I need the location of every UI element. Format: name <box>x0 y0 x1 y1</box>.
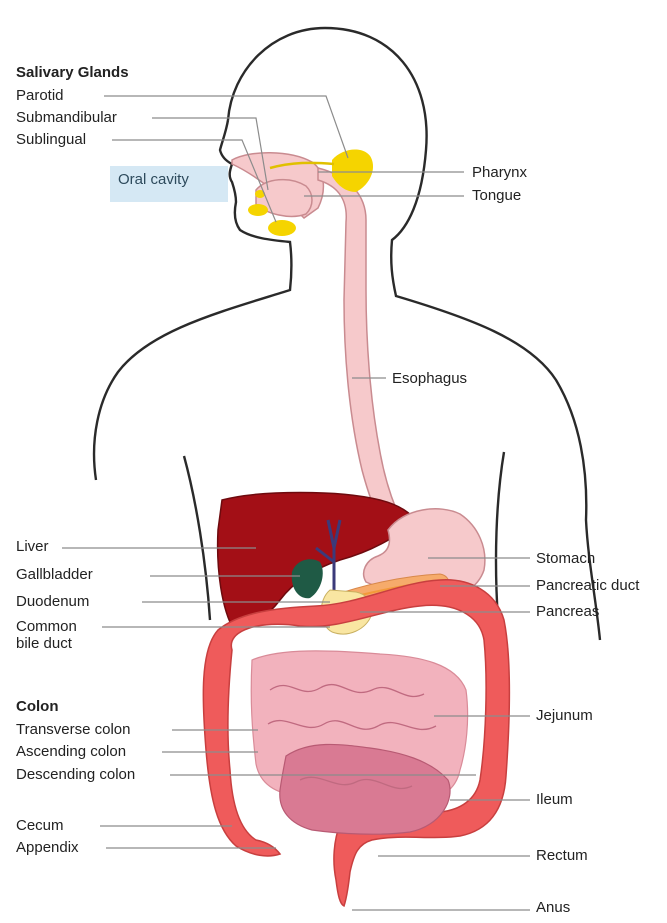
label-pancreas: Pancreas <box>536 603 599 620</box>
label-rectum: Rectum <box>536 847 588 864</box>
sublingual-gland <box>248 204 268 216</box>
label-ileum: Ileum <box>536 791 573 808</box>
label-transverse-colon: Transverse colon <box>16 721 131 738</box>
esophagus <box>318 168 408 534</box>
label-oral-cavity: Oral cavity <box>118 171 189 188</box>
label-anus: Anus <box>536 899 570 916</box>
label-liver: Liver <box>16 538 49 555</box>
label-pharynx: Pharynx <box>472 164 527 181</box>
label-cecum: Cecum <box>16 817 64 834</box>
label-sublingual: Sublingual <box>16 131 86 148</box>
label-jejunum: Jejunum <box>536 707 593 724</box>
gallbladder <box>292 559 323 598</box>
label-appendix: Appendix <box>16 839 79 856</box>
label-esophagus: Esophagus <box>392 370 467 387</box>
label-duodenum: Duodenum <box>16 593 89 610</box>
label-stomach: Stomach <box>536 550 595 567</box>
label-colon: Colon <box>16 698 59 715</box>
label-pancreatic-duct: Pancreatic duct <box>536 577 639 594</box>
label-ascending-colon: Ascending colon <box>16 743 126 760</box>
right-waist-outline <box>496 452 504 620</box>
label-descending-colon: Descending colon <box>16 766 135 783</box>
label-common: Common <box>16 618 77 635</box>
label-gallbladder: Gallbladder <box>16 566 93 583</box>
label-tongue: Tongue <box>472 187 521 204</box>
label-salivary-glands: Salivary Glands <box>16 64 129 81</box>
left-waist-outline <box>184 456 210 620</box>
label-bile-duct: bile duct <box>16 635 72 652</box>
label-submandibular: Submandibular <box>16 109 117 126</box>
label-parotid: Parotid <box>16 87 64 104</box>
submandibular-gland <box>268 220 296 236</box>
